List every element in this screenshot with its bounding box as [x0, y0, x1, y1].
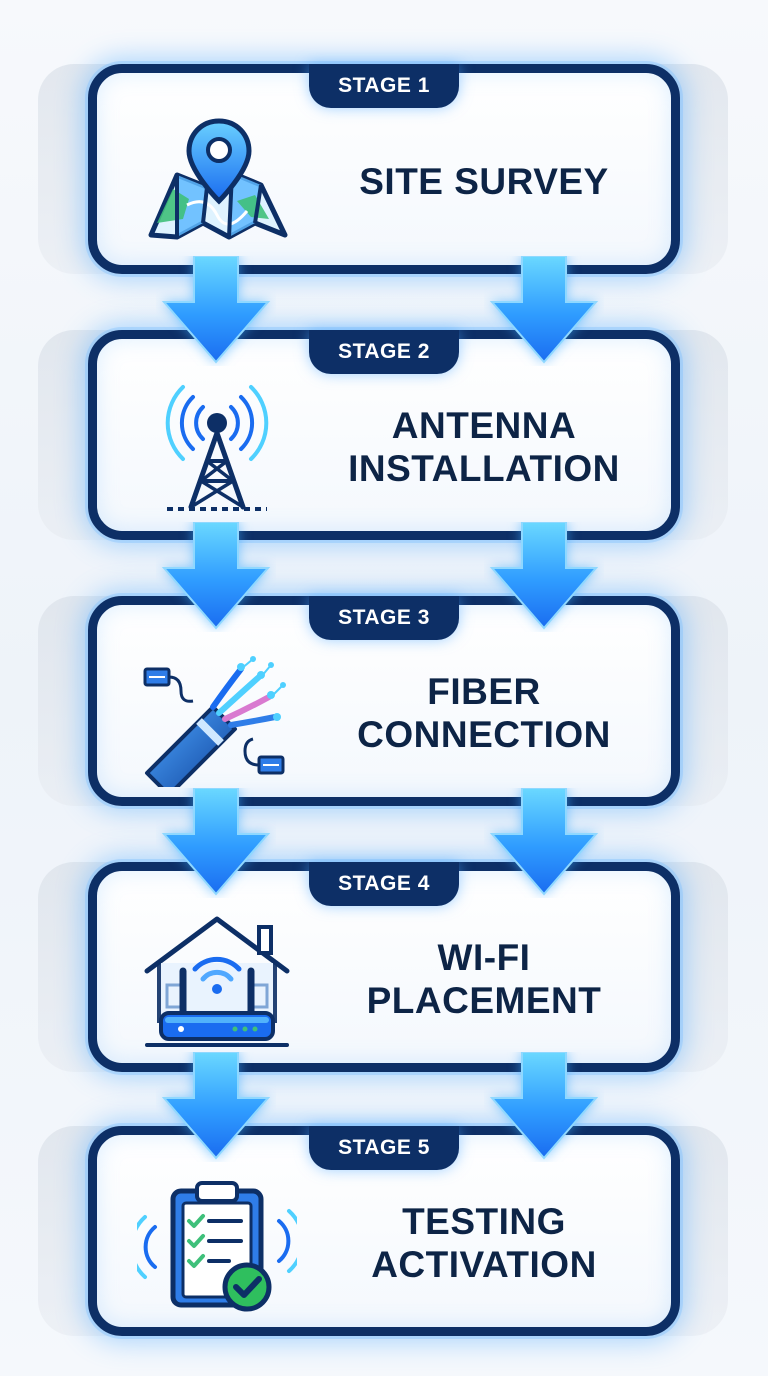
stage-card-2: STAGE 2: [88, 330, 680, 540]
down-arrow-icon: [489, 1052, 599, 1160]
stage-tab-1: STAGE 1: [309, 64, 459, 108]
stage-tab-2: STAGE 2: [309, 330, 459, 374]
down-arrow-icon: [489, 522, 599, 630]
checklist-icon: [129, 1177, 305, 1317]
stage-title-2-line-1: ANTENNA: [391, 405, 577, 447]
down-arrow-icon: [161, 1052, 271, 1160]
map-pin-icon: [137, 115, 297, 255]
stage-tab-5: STAGE 5: [309, 1126, 459, 1170]
down-arrow-icon: [161, 522, 271, 630]
stage-title-1: SITE SURVEY: [317, 113, 651, 251]
down-arrow-icon: [489, 256, 599, 364]
stage-title-3: FIBER CONNECTION: [317, 645, 651, 783]
stage-title-5-line-1: TESTING: [402, 1201, 566, 1243]
stage-title-3-line-2: CONNECTION: [357, 714, 611, 755]
stage-title-4: WI-FI PLACEMENT: [317, 911, 651, 1049]
stage-tab-3: STAGE 3: [309, 596, 459, 640]
stage-card-1: STAGE 1: [88, 64, 680, 274]
fiber-cable-icon: [137, 647, 297, 797]
stage-title-4-line-1: WI-FI: [437, 937, 531, 979]
down-arrow-icon: [489, 788, 599, 896]
stage-title-5-line-2: ACTIVATION: [371, 1244, 597, 1285]
stage-card-5: STAGE 5: [88, 1126, 680, 1336]
stage-title-5: TESTING ACTIVATION: [317, 1175, 651, 1313]
stage-title-3-line-1: FIBER: [427, 671, 541, 713]
stage-title-2-line-2: INSTALLATION: [348, 448, 620, 489]
stage-title-4-line-2: PLACEMENT: [366, 980, 602, 1021]
stage-title-2: ANTENNA INSTALLATION: [317, 379, 651, 517]
stage-card-3: STAGE 3: [88, 596, 680, 806]
down-arrow-icon: [161, 788, 271, 896]
stage-title-1-line-1: SITE SURVEY: [359, 160, 609, 202]
stage-card-4: STAGE 4: [88, 862, 680, 1072]
down-arrow-icon: [161, 256, 271, 364]
stage-tab-4: STAGE 4: [309, 862, 459, 906]
wifi-router-icon: [137, 913, 297, 1053]
antenna-tower-icon: [137, 381, 297, 521]
